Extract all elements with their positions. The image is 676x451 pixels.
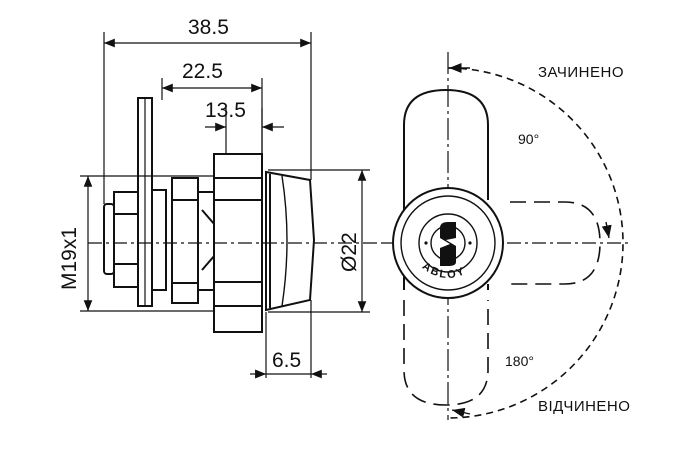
label-open: ВІДЧИНЕНО xyxy=(538,398,630,415)
cam-nut xyxy=(113,191,139,288)
cam-closed xyxy=(403,88,489,210)
shaft-end xyxy=(103,203,115,275)
dim-6-5: 6.5 xyxy=(272,349,301,372)
dim-diameter-22: Ø22 xyxy=(338,232,361,272)
front-bezel xyxy=(265,170,316,312)
side-extension-lines xyxy=(80,32,370,378)
dim-m19x1: M19x1 xyxy=(58,227,81,290)
lock-face-ring xyxy=(400,195,496,291)
arrow-to-90 xyxy=(601,221,612,239)
keyway-icon xyxy=(440,222,456,266)
dim-22-5: 22.5 xyxy=(182,60,223,83)
label-angle-180: 180° xyxy=(505,353,534,369)
label-angle-90: 90° xyxy=(518,131,539,147)
dim-38-5: 38.5 xyxy=(188,16,229,39)
body-nut xyxy=(171,177,199,304)
label-closed: ЗАЧИНЕНО xyxy=(538,64,624,81)
dimension-lines xyxy=(83,38,367,375)
cam-open-dashed xyxy=(403,300,489,406)
rotation-arc xyxy=(447,67,624,419)
lock-face-inner xyxy=(418,213,478,273)
side-view xyxy=(103,97,316,333)
lock-face-outer xyxy=(392,187,504,299)
dim-13-5: 13.5 xyxy=(205,99,246,122)
washer xyxy=(151,189,167,291)
